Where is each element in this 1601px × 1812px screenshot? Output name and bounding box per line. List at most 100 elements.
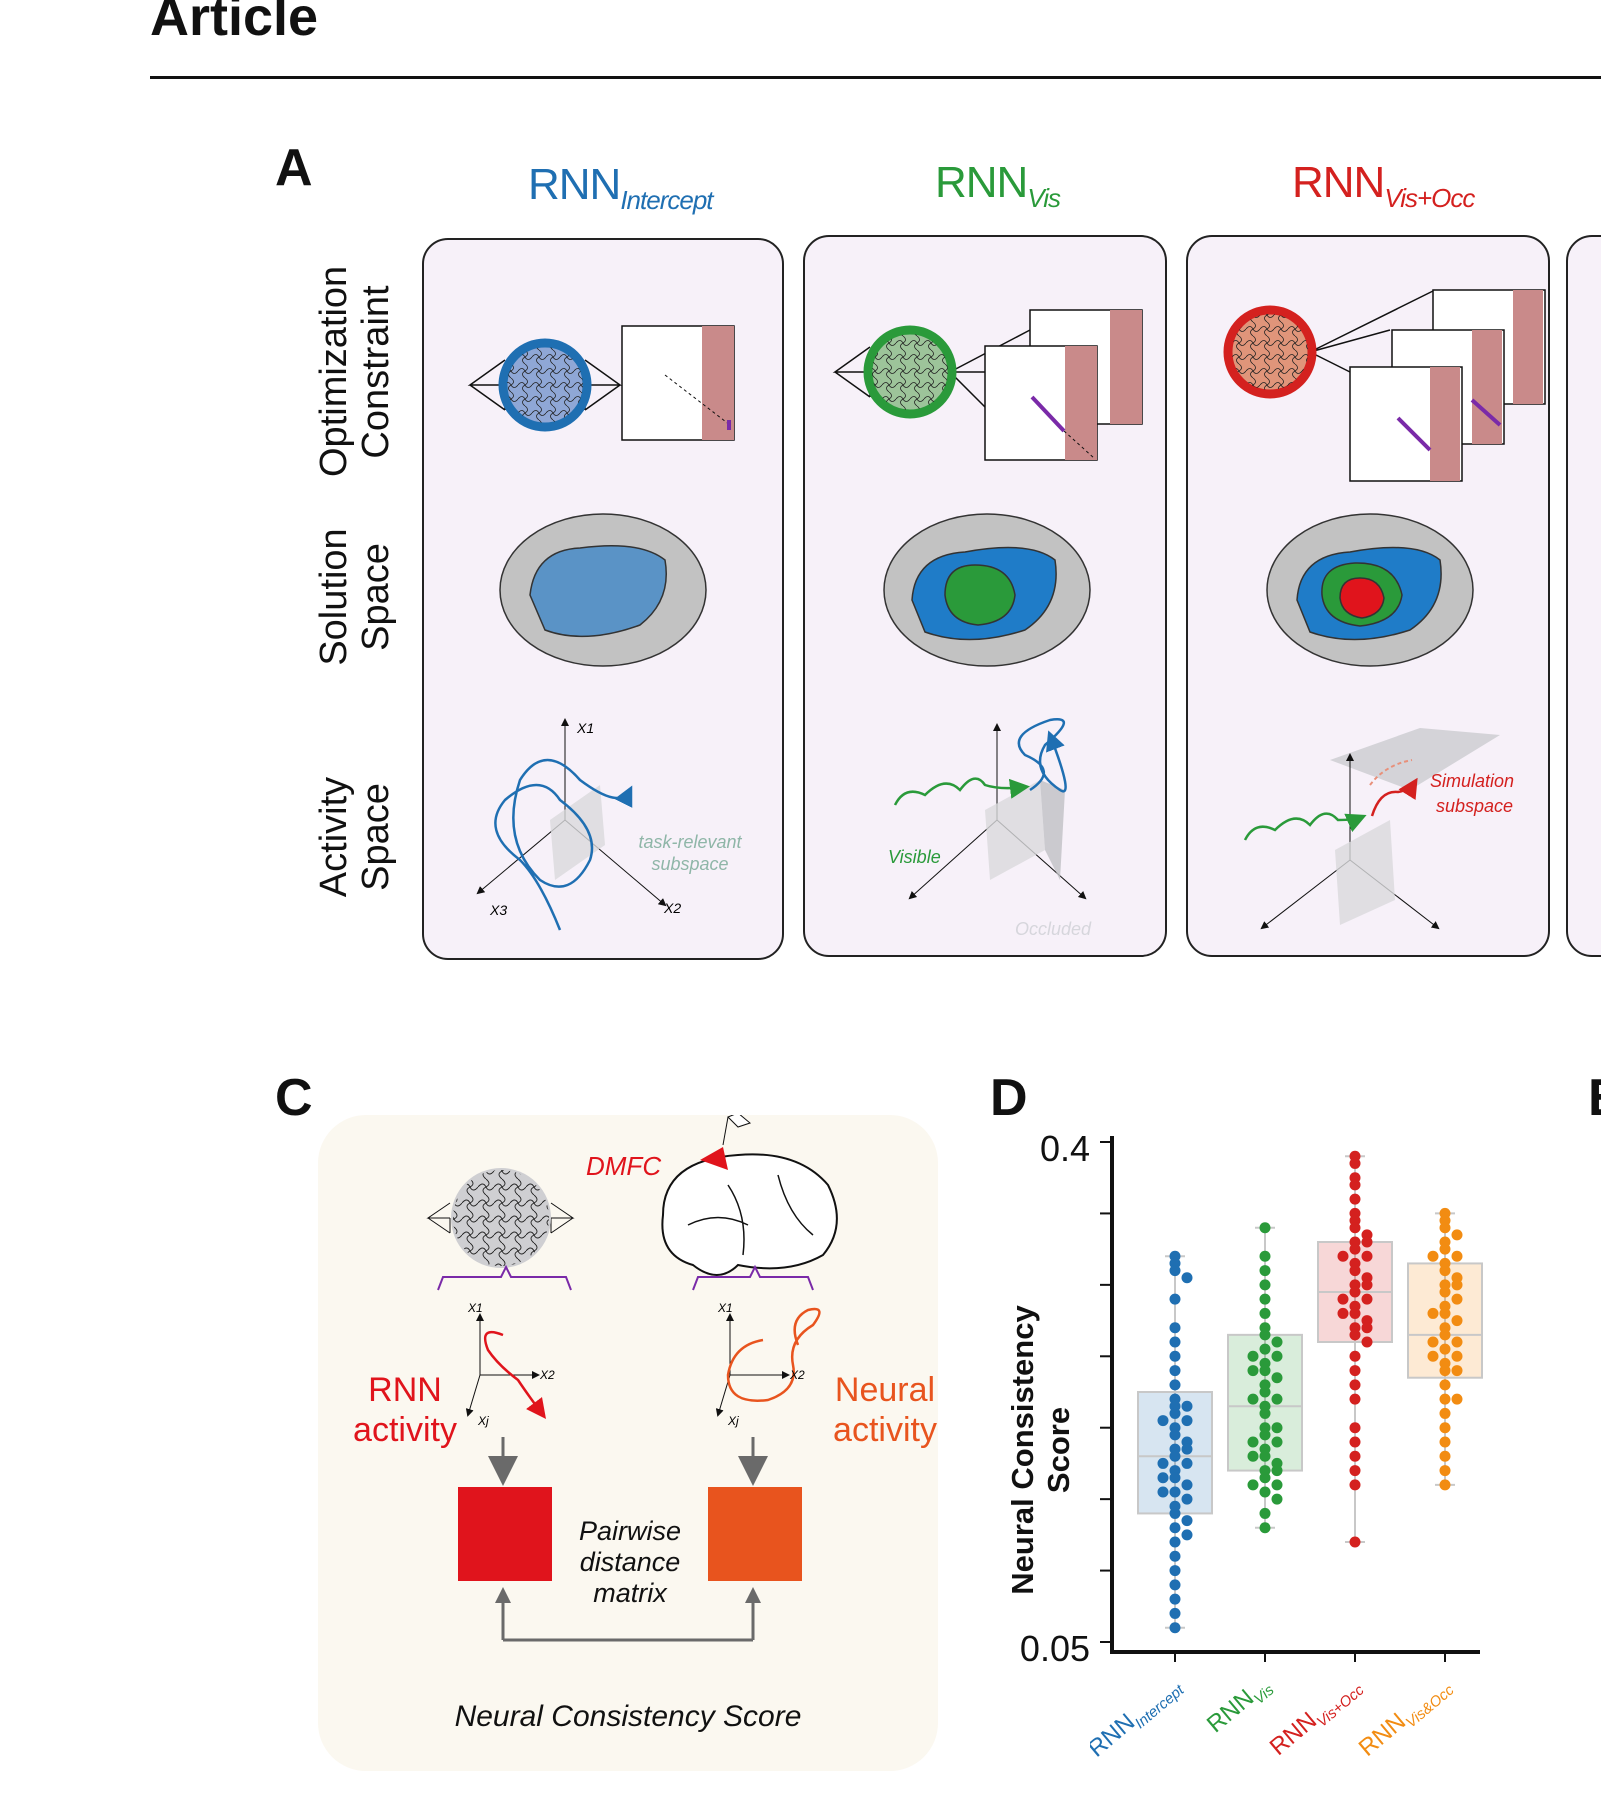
network-vis-icon bbox=[832, 325, 1031, 419]
header-rule bbox=[150, 76, 1601, 79]
model-title-vis-occ: RNNVis+Occ bbox=[1292, 158, 1475, 213]
ytick-bottom: 0.05 bbox=[1019, 1628, 1090, 1669]
data-point-Vis+Occ bbox=[1349, 1479, 1361, 1491]
data-point-Vis+Occ bbox=[1361, 1236, 1373, 1248]
data-point-Intercept bbox=[1169, 1450, 1181, 1462]
data-point-Vis&Occ bbox=[1451, 1229, 1463, 1241]
data-point-Intercept bbox=[1157, 1472, 1169, 1484]
data-point-Vis+Occ bbox=[1361, 1250, 1373, 1262]
data-point-Vis&Occ bbox=[1451, 1315, 1463, 1327]
data-point-Vis&Occ bbox=[1451, 1350, 1463, 1362]
data-point-Intercept bbox=[1169, 1607, 1181, 1619]
data-point-Vis bbox=[1271, 1436, 1283, 1448]
data-point-Vis bbox=[1259, 1329, 1271, 1341]
data-point-Vis&Occ bbox=[1439, 1422, 1451, 1434]
data-point-Vis+Occ bbox=[1349, 1222, 1361, 1234]
rnn-axis-x2: X2 bbox=[539, 1368, 555, 1382]
x-category-label-Vis&Occ: RNNVis&Occ bbox=[1354, 1671, 1458, 1765]
data-point-Vis+Occ bbox=[1361, 1279, 1373, 1291]
data-point-Intercept bbox=[1181, 1400, 1193, 1412]
solution-space-intercept bbox=[499, 513, 707, 667]
optimization-screens-vis-occ bbox=[1349, 289, 1546, 482]
data-point-Intercept bbox=[1169, 1336, 1181, 1348]
data-point-Intercept bbox=[1181, 1415, 1193, 1427]
data-point-Intercept bbox=[1169, 1322, 1181, 1334]
data-point-Vis+Occ bbox=[1349, 1286, 1361, 1298]
data-point-Intercept bbox=[1157, 1415, 1169, 1427]
data-point-Vis&Occ bbox=[1439, 1307, 1451, 1319]
axis-x3-label: X3 bbox=[489, 902, 507, 918]
network-vis-occ-icon bbox=[1223, 289, 1436, 399]
data-point-Vis+Occ bbox=[1349, 1365, 1361, 1377]
data-point-Vis bbox=[1271, 1479, 1283, 1491]
data-point-Intercept bbox=[1169, 1265, 1181, 1277]
y-axis-label: Neural Consistency Score bbox=[1005, 1305, 1076, 1595]
data-point-Intercept bbox=[1169, 1472, 1181, 1484]
data-point-Intercept bbox=[1169, 1565, 1181, 1577]
data-point-Vis+Occ bbox=[1337, 1250, 1349, 1262]
data-point-Intercept bbox=[1181, 1515, 1193, 1527]
model-title-intercept: RNNIntercept bbox=[528, 160, 714, 215]
occluded-label: Occluded bbox=[1015, 919, 1092, 939]
data-point-Vis bbox=[1259, 1279, 1271, 1291]
data-point-Vis+Occ bbox=[1361, 1336, 1373, 1348]
network-intercept-icon bbox=[467, 338, 623, 432]
data-point-Vis bbox=[1271, 1372, 1283, 1384]
data-point-Vis bbox=[1271, 1493, 1283, 1505]
task-relevant-label: task-relevant bbox=[638, 832, 742, 852]
data-point-Intercept bbox=[1169, 1350, 1181, 1362]
solution-space-vis bbox=[883, 513, 1091, 667]
data-point-Vis&Occ bbox=[1439, 1465, 1451, 1477]
rnn-trajectory-icon: X1 X2 Xj bbox=[465, 1301, 555, 1428]
data-point-Vis bbox=[1259, 1450, 1271, 1462]
data-point-Intercept bbox=[1169, 1293, 1181, 1305]
data-point-Vis bbox=[1271, 1336, 1283, 1348]
rnn-axis-x1: X1 bbox=[467, 1301, 483, 1315]
data-point-Vis bbox=[1259, 1472, 1271, 1484]
data-point-Vis bbox=[1271, 1422, 1283, 1434]
data-point-Vis&Occ bbox=[1439, 1243, 1451, 1255]
data-point-Intercept bbox=[1181, 1457, 1193, 1469]
data-point-Vis bbox=[1259, 1507, 1271, 1519]
data-point-Vis&Occ bbox=[1439, 1329, 1451, 1341]
data-point-Vis bbox=[1259, 1222, 1271, 1234]
card-partial bbox=[1566, 235, 1601, 957]
data-point-Vis&Occ bbox=[1427, 1336, 1439, 1348]
visible-label: Visible bbox=[888, 847, 941, 867]
data-point-Vis bbox=[1247, 1365, 1259, 1377]
data-point-Vis bbox=[1259, 1429, 1271, 1441]
rnn-axis-xj: Xj bbox=[477, 1414, 489, 1428]
activity-space-vis: Visible Occluded bbox=[888, 718, 1092, 939]
data-point-Vis bbox=[1271, 1393, 1283, 1405]
neural-axis-xj: Xj bbox=[727, 1414, 739, 1428]
axis-x2-label: X2 bbox=[663, 900, 681, 916]
panel-c-illustration: DMFC X1 X2 Xj X1 X2 Xj bbox=[426, 1115, 838, 1642]
data-point-Vis bbox=[1259, 1386, 1271, 1398]
task-relevant-sublabel: subspace bbox=[651, 854, 728, 874]
data-point-Intercept bbox=[1169, 1407, 1181, 1419]
data-point-Vis&Occ bbox=[1451, 1393, 1463, 1405]
data-point-Vis&Occ bbox=[1439, 1379, 1451, 1391]
data-point-Vis&Occ bbox=[1451, 1293, 1463, 1305]
model-title-vis: RNNVis bbox=[935, 158, 1061, 213]
data-point-Intercept bbox=[1181, 1443, 1193, 1455]
data-point-Vis+Occ bbox=[1361, 1322, 1373, 1334]
data-point-Vis&Occ bbox=[1451, 1365, 1463, 1377]
data-point-Vis&Occ bbox=[1439, 1365, 1451, 1377]
x-category-label-Vis: RNNVis bbox=[1202, 1671, 1278, 1742]
data-point-Vis bbox=[1259, 1250, 1271, 1262]
data-point-Intercept bbox=[1169, 1379, 1181, 1391]
data-point-Vis bbox=[1259, 1265, 1271, 1277]
neural-axis-x1: X1 bbox=[717, 1301, 733, 1315]
data-point-Vis&Occ bbox=[1439, 1343, 1451, 1355]
panel-d-letter: D bbox=[990, 1069, 1028, 1127]
data-point-Intercept bbox=[1169, 1522, 1181, 1534]
simulation-label: Simulation bbox=[1430, 771, 1514, 791]
rnn-distance-matrix bbox=[458, 1487, 552, 1581]
data-point-Vis+Occ bbox=[1349, 1307, 1361, 1319]
x-category-label-Vis+Occ: RNNVis+Occ bbox=[1265, 1671, 1368, 1764]
data-point-Vis bbox=[1247, 1450, 1259, 1462]
simulation-sublabel: subspace bbox=[1436, 796, 1513, 816]
